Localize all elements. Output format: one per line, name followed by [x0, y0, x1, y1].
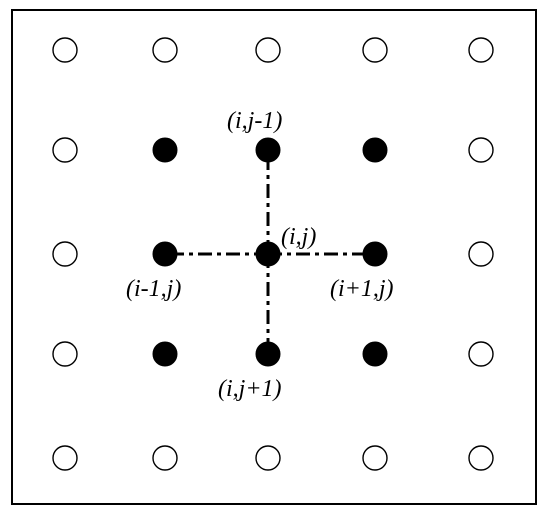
label-center-node: (i,j) [281, 224, 316, 250]
open-grid-node [362, 445, 388, 471]
filled-grid-node [255, 137, 281, 163]
filled-grid-node [362, 241, 388, 267]
open-grid-node [52, 445, 78, 471]
open-grid-node [152, 37, 178, 63]
filled-grid-node [255, 241, 281, 267]
filled-grid-node [362, 341, 388, 367]
filled-grid-node [362, 137, 388, 163]
stencil-links [165, 150, 375, 354]
open-grid-node [468, 241, 494, 267]
open-grid-node [255, 37, 281, 63]
open-grid-node [152, 445, 178, 471]
open-grid-node [468, 341, 494, 367]
open-grid-node [468, 137, 494, 163]
filled-grid-node [152, 241, 178, 267]
node-labels: (i,j-1) (i,j) (i-1,j) (i+1,j) (i,j+1) [126, 108, 394, 402]
open-grid-node [362, 37, 388, 63]
label-left-neighbor: (i-1,j) [126, 276, 181, 302]
open-grid-node [468, 37, 494, 63]
open-grid-node [52, 137, 78, 163]
grid-nodes [52, 37, 494, 471]
filled-grid-node [152, 341, 178, 367]
open-grid-node [52, 241, 78, 267]
open-grid-node [52, 341, 78, 367]
label-bottom-neighbor: (i,j+1) [218, 376, 282, 402]
filled-grid-node [152, 137, 178, 163]
label-right-neighbor: (i+1,j) [330, 276, 394, 302]
open-grid-node [255, 445, 281, 471]
filled-grid-node [255, 341, 281, 367]
label-top-neighbor: (i,j-1) [227, 108, 282, 134]
open-grid-node [468, 445, 494, 471]
open-grid-node [52, 37, 78, 63]
